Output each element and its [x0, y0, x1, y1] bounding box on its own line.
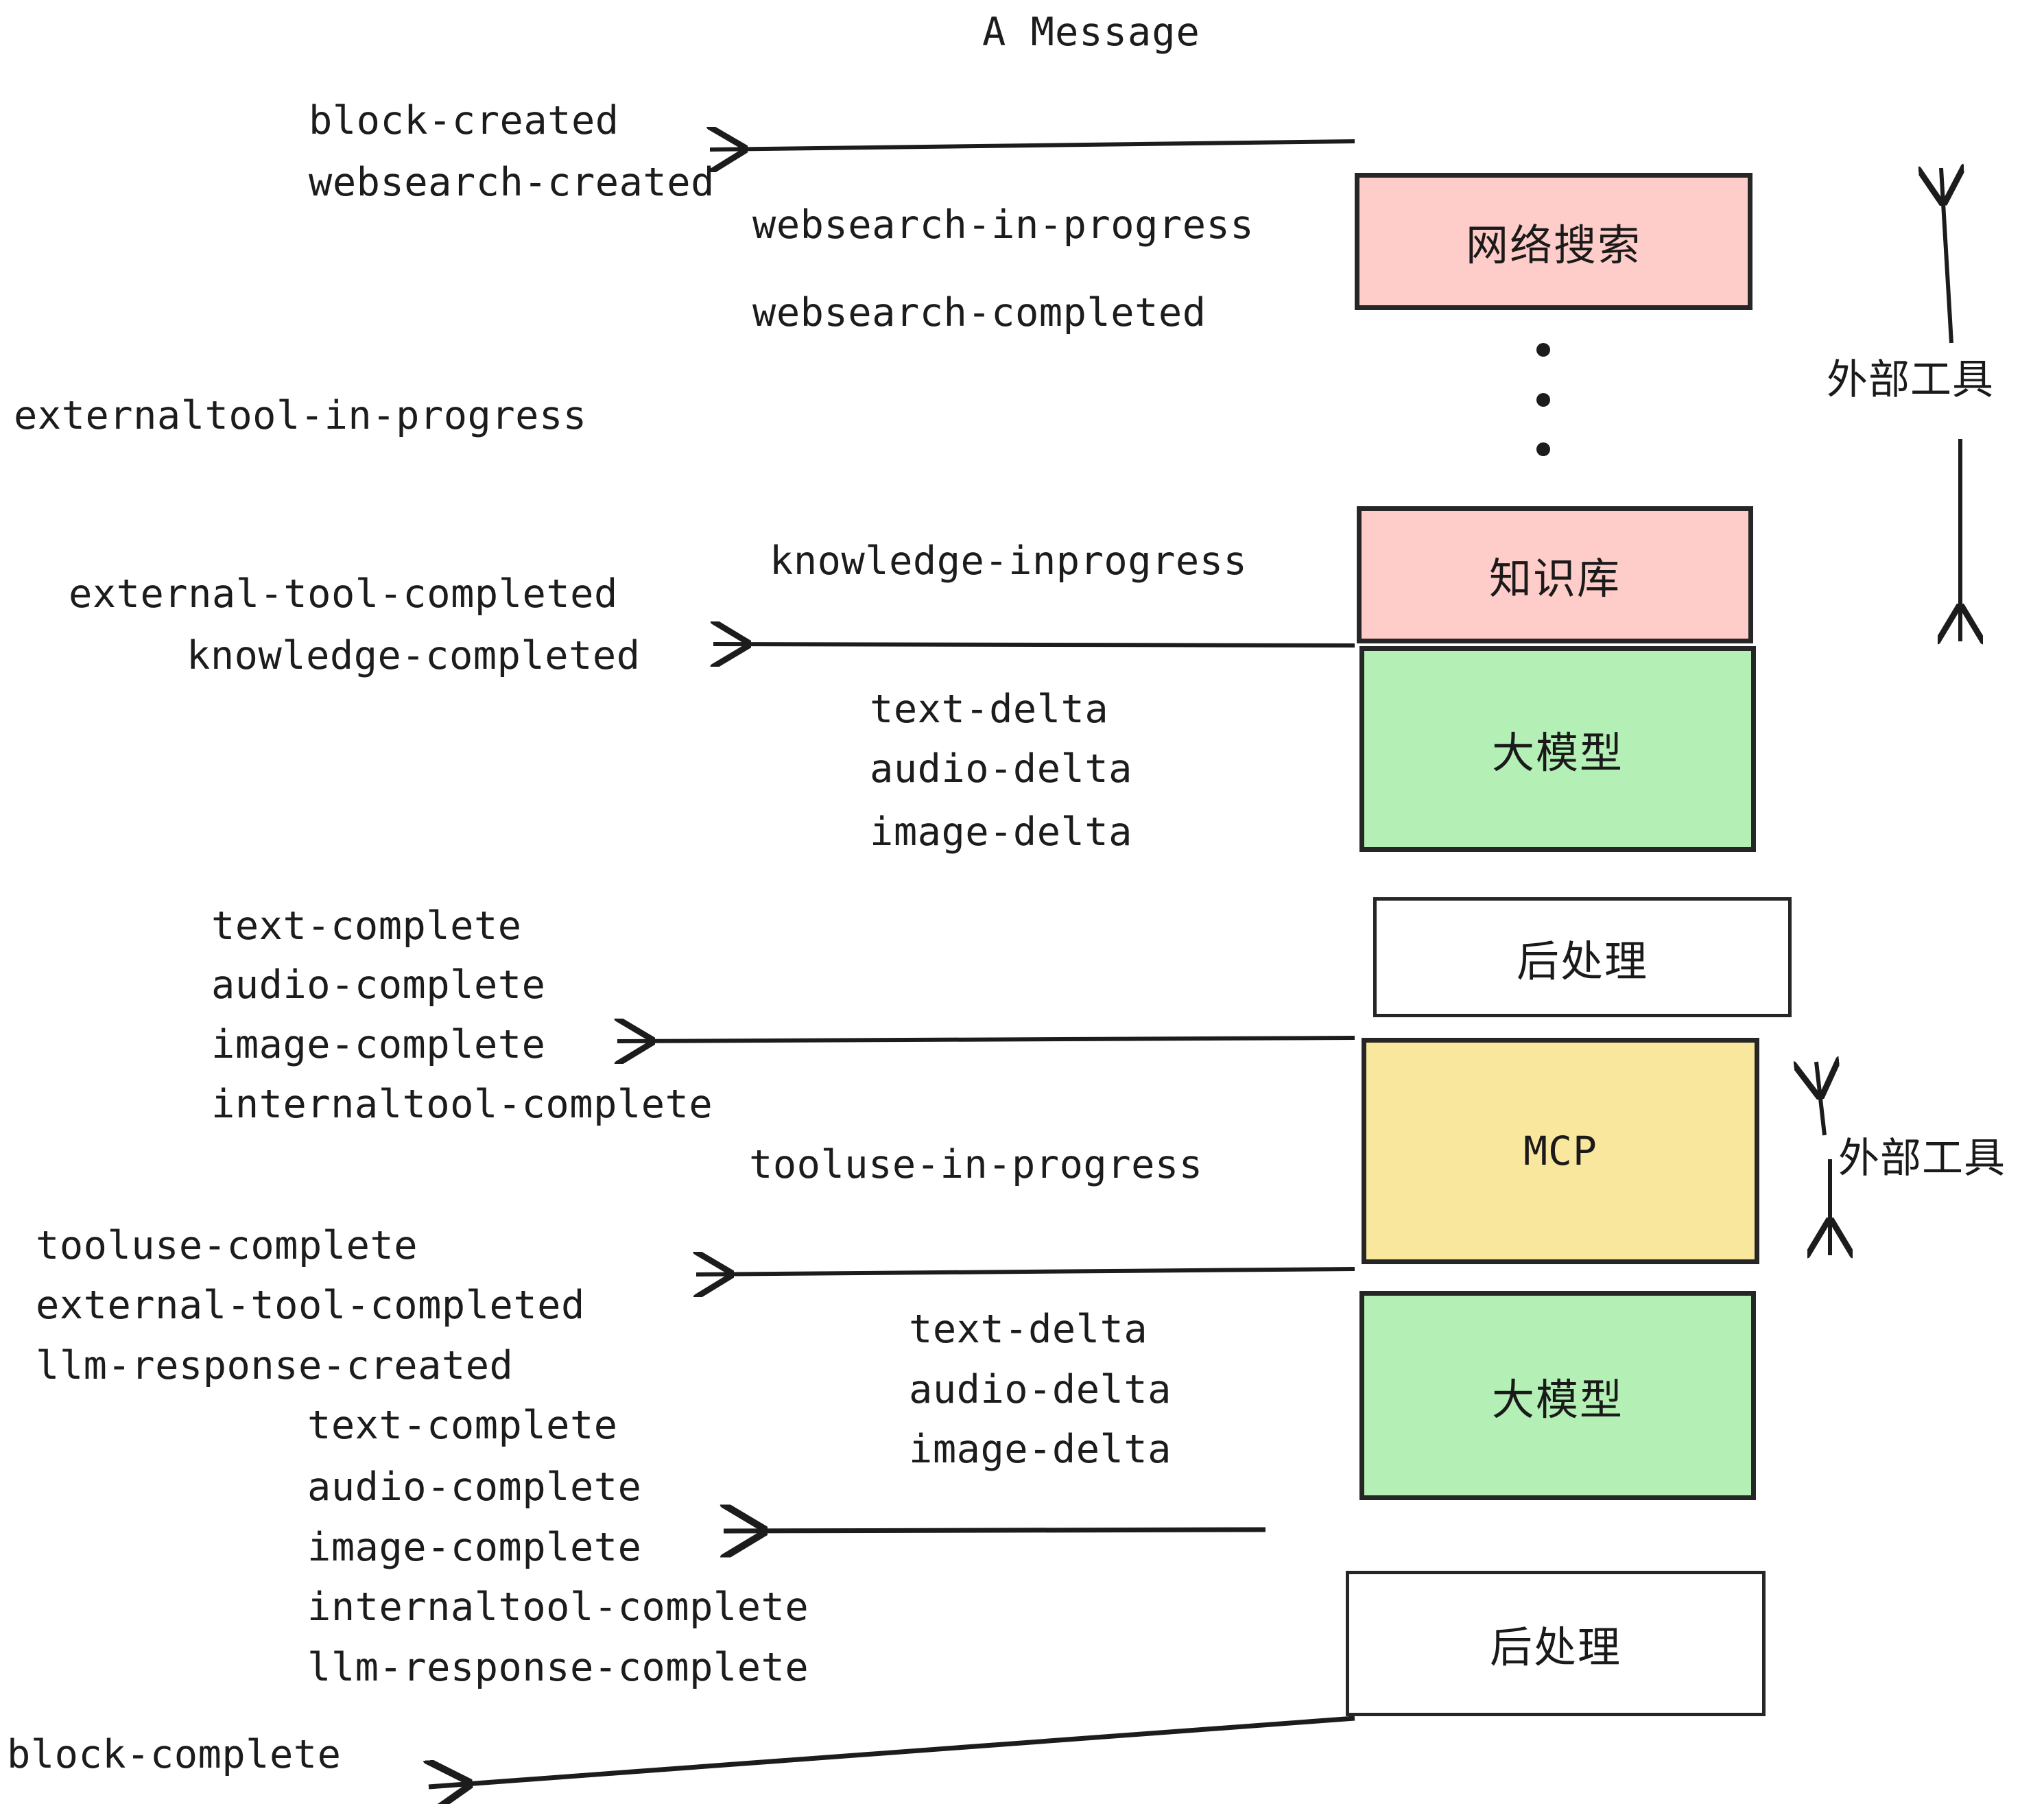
event-external-tool-completed-2: external-tool-completed [36, 1283, 585, 1328]
event-external-tool-completed-1: external-tool-completed [69, 571, 618, 617]
event-text-complete-1: text-complete [211, 903, 522, 949]
event-text-delta-2: text-delta [909, 1307, 1148, 1352]
event-websearch-completed: websearch-completed [752, 290, 1207, 335]
event-internaltool-complete-1: internaltool-complete [211, 1082, 713, 1127]
event-websearch-created: websearch-created [309, 160, 715, 205]
event-internaltool-complete-2: internaltool-complete [307, 1585, 809, 1630]
ellipsis-dot [1536, 392, 1550, 407]
box-llm-1-label: 大模型 [1491, 728, 1624, 778]
event-externaltool-in-progress: externaltool-in-progress [14, 393, 587, 438]
event-audio-complete-2: audio-complete [307, 1464, 642, 1510]
box-llm-2-label: 大模型 [1491, 1374, 1624, 1425]
arrow-external-tool-up-1 [1941, 168, 1951, 344]
box-llm-1[interactable]: 大模型 [1359, 646, 1756, 852]
side-label-external-tool-2: 外部工具 [1838, 1135, 2006, 1183]
event-llm-response-complete: llm-response-complete [307, 1645, 809, 1690]
event-image-delta-1: image-delta [870, 809, 1132, 855]
box-llm-2[interactable]: 大模型 [1359, 1291, 1756, 1500]
event-image-complete-1: image-complete [211, 1022, 546, 1067]
box-mcp[interactable]: MCP [1362, 1038, 1759, 1264]
side-label-external-tool-1: 外部工具 [1827, 356, 1994, 404]
diagram-title: A Message [982, 10, 1200, 55]
event-block-created: block-created [309, 98, 619, 143]
event-image-complete-2: image-complete [307, 1525, 642, 1570]
arrow-audio-complete [724, 1530, 1266, 1531]
arrow-knowledge-completed [713, 644, 1355, 645]
box-knowledge-base[interactable]: 知识库 [1357, 506, 1753, 643]
event-image-delta-2: image-delta [909, 1427, 1172, 1472]
arrow-image-complete [617, 1038, 1355, 1041]
box-websearch-label: 网络搜索 [1465, 220, 1641, 270]
ellipsis-dot [1536, 343, 1550, 357]
event-websearch-in-progress: websearch-in-progress [752, 202, 1255, 248]
event-knowledge-inprogress: knowledge-inprogress [770, 538, 1248, 584]
box-postprocess-1[interactable]: 后处理 [1373, 897, 1792, 1017]
event-audio-delta-2: audio-delta [909, 1367, 1172, 1412]
event-audio-complete-1: audio-complete [211, 962, 546, 1008]
event-tooluse-complete: tooluse-complete [36, 1223, 418, 1268]
box-knowledge-base-label: 知识库 [1488, 554, 1621, 604]
event-tooluse-in-progress: tooluse-in-progress [749, 1142, 1203, 1187]
box-postprocess-1-label: 后处理 [1516, 936, 1648, 986]
event-text-delta-1: text-delta [870, 687, 1109, 732]
arrow-websearch-created [710, 141, 1355, 150]
event-audio-delta-1: audio-delta [870, 746, 1132, 792]
box-mcp-label: MCP [1523, 1128, 1597, 1174]
event-llm-response-created: llm-response-created [36, 1343, 514, 1388]
arrow-tooluse-complete [696, 1269, 1355, 1274]
ellipsis-dot [1536, 442, 1550, 456]
arrow-external-tool-up-2 [1816, 1062, 1825, 1136]
box-websearch[interactable]: 网络搜索 [1355, 173, 1752, 310]
box-postprocess-2-label: 后处理 [1489, 1622, 1621, 1672]
event-text-complete-2: text-complete [307, 1403, 618, 1448]
vertical-ellipsis [1535, 343, 1552, 456]
arrow-block-complete [429, 1716, 1355, 1787]
box-postprocess-2[interactable]: 后处理 [1346, 1571, 1766, 1716]
event-block-complete: block-complete [7, 1732, 342, 1777]
event-knowledge-completed: knowledge-completed [187, 633, 641, 678]
